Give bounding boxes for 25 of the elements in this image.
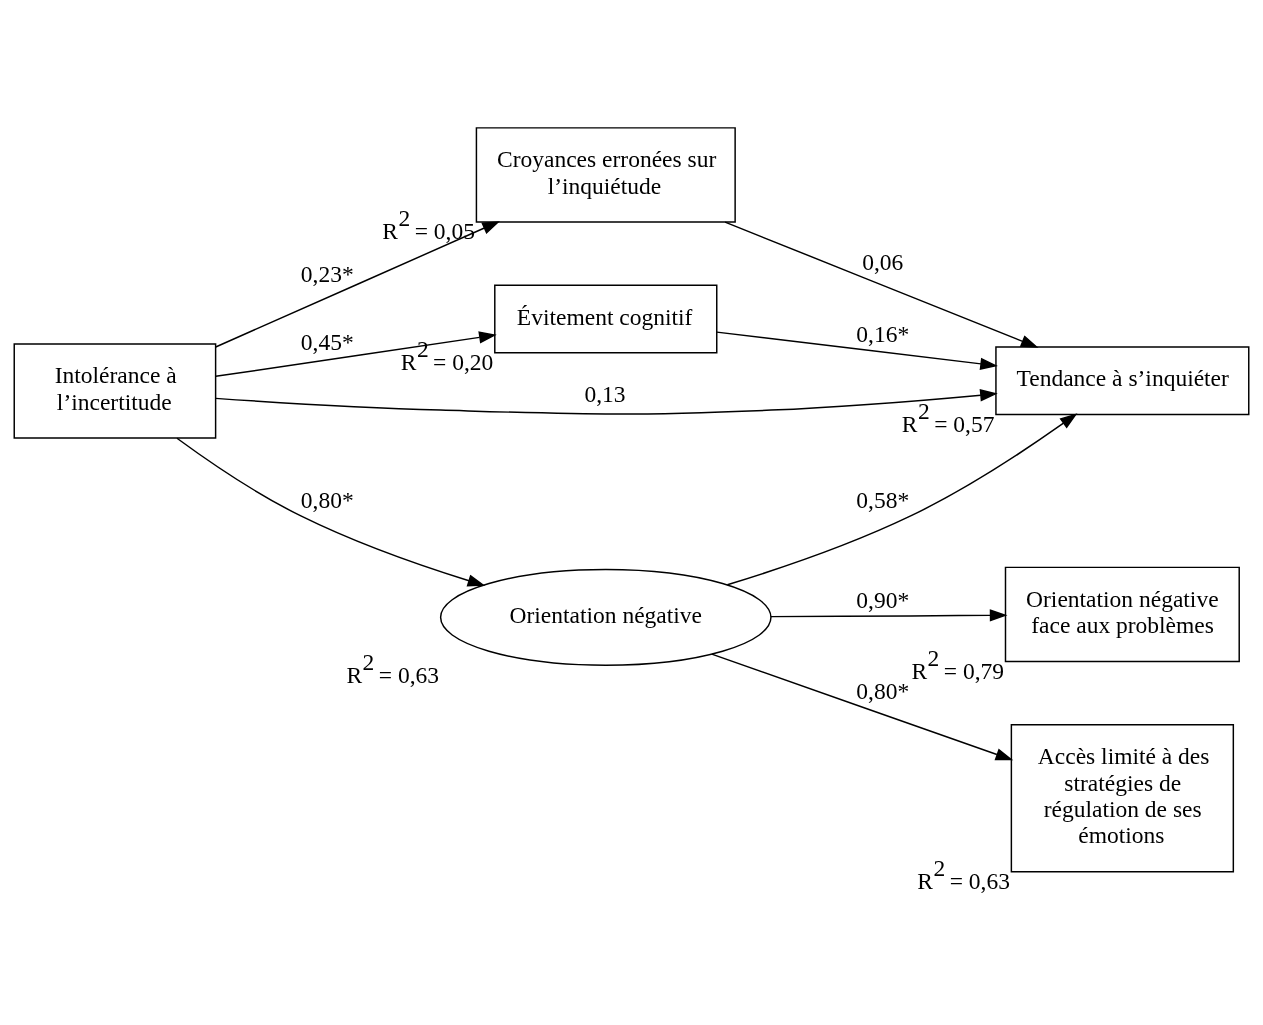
edge-label: 0,45* [300, 328, 354, 355]
node-ellipse: Orientation négative [439, 568, 772, 666]
edge-label: 0,80* [300, 486, 354, 513]
arrow [214, 388, 998, 415]
node-box: Évitement cognitif [494, 283, 718, 353]
node-box: Intolérance à l’incertitude [13, 342, 217, 439]
node-box: Tendance à s’inquiéter [995, 345, 1250, 415]
edge-label: 0,23* [300, 260, 354, 287]
edge-label: 0,80* [856, 677, 910, 704]
arrow [726, 412, 1078, 585]
edge-label: 0,13 [584, 380, 626, 407]
edge-label: 0,90* [856, 586, 910, 613]
edge-label: 0,58* [856, 486, 910, 513]
node-box: Orientation négative face aux problèmes [1004, 566, 1240, 662]
arrow [716, 330, 998, 370]
arrow [770, 608, 1008, 622]
arrow [176, 437, 486, 587]
arrow [711, 652, 1014, 760]
node-box: Accès limité à des stratégies de régulation de ses émotions [1010, 723, 1235, 872]
arrow [215, 220, 500, 348]
arrow [724, 220, 1039, 348]
arrow [215, 330, 497, 377]
node-box: Croyances erronées sur l’inquiétude [475, 126, 736, 223]
edge-label: 0,16* [856, 320, 910, 347]
edge-label: 0,06 [862, 248, 904, 275]
